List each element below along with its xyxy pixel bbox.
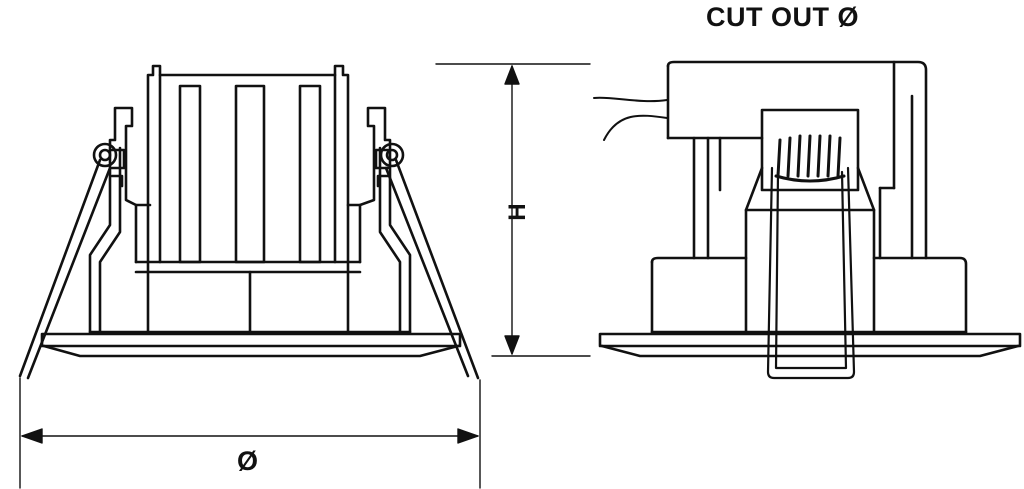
cable — [593, 96, 668, 141]
side-bezel — [598, 332, 1022, 358]
height-dimension-label: H — [502, 203, 530, 221]
diameter-dimension-label: Ø — [237, 446, 259, 476]
heatsink — [134, 64, 362, 334]
lower-housing — [650, 256, 968, 334]
left-bracket — [88, 106, 152, 334]
height-dimension — [435, 63, 591, 357]
cutout-diameter-label: CUT OUT Ø — [706, 2, 859, 32]
side-view — [593, 60, 1022, 380]
front-bezel — [40, 330, 462, 358]
torsion-spring-icon — [774, 134, 846, 183]
right-bracket — [346, 106, 412, 334]
diameter-dimension — [19, 377, 481, 489]
front-view — [18, 64, 480, 380]
spring-holder — [744, 108, 876, 334]
spring-wire-loop — [766, 166, 856, 380]
driver-box — [666, 60, 928, 260]
